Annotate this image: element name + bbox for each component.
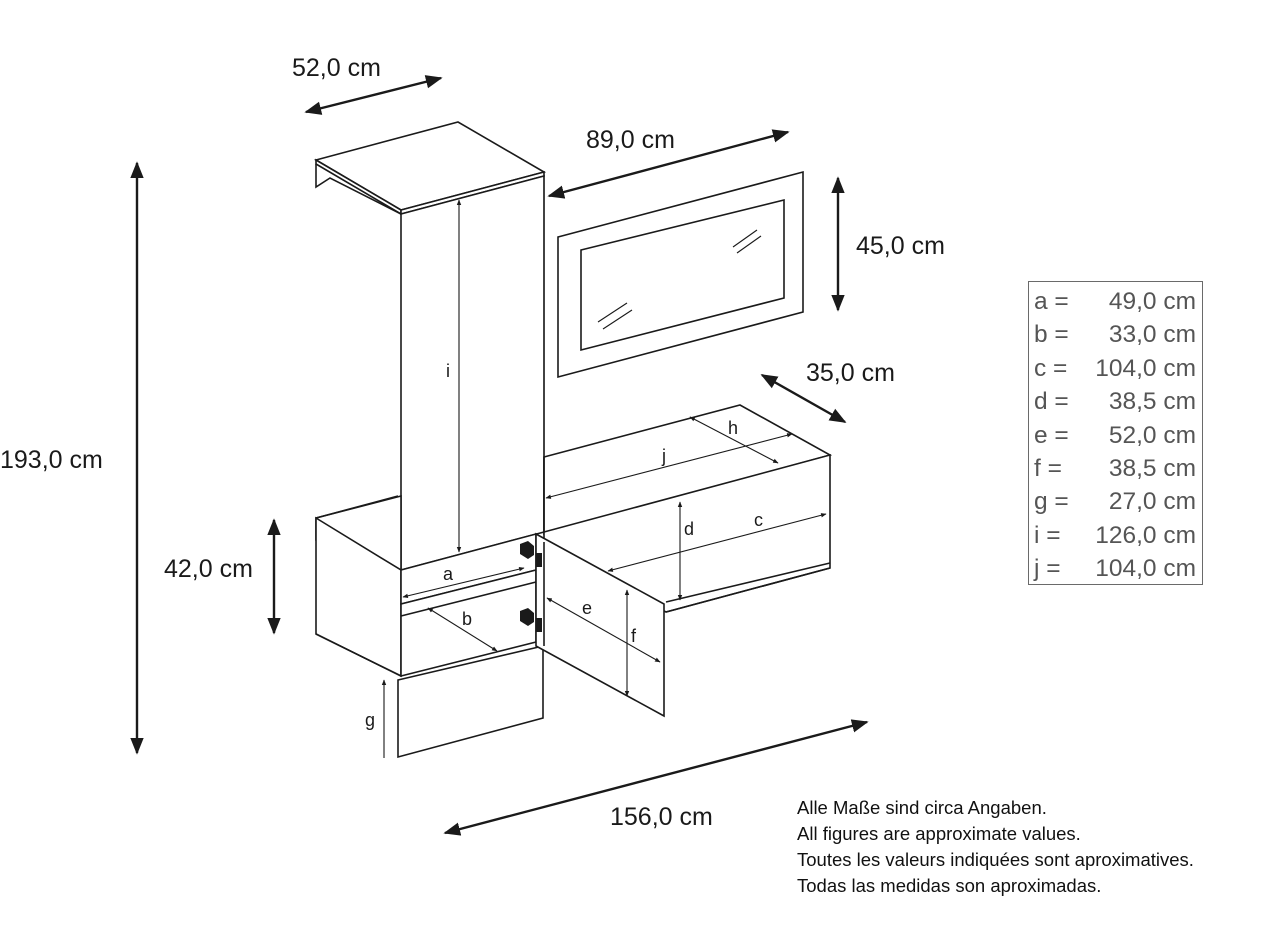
note-line-fr: Toutes les valeurs indiquées sont aproxi…: [797, 849, 1194, 870]
legend-row: c =104,0 cm: [1034, 354, 1196, 382]
legend-row: f =38,5 cm: [1034, 455, 1196, 483]
dimension-legend: a =49,0 cm b =33,0 cm c =104,0 cm d =38,…: [1028, 281, 1203, 585]
label-f: f: [631, 626, 637, 646]
dim-low-cabinet-height: 42,0 cm: [164, 555, 253, 583]
dim-mirror-width: 89,0 cm: [586, 126, 675, 154]
label-g: g: [365, 710, 375, 730]
dim-total-height: 193,0 cm: [0, 446, 103, 474]
legend-row: j =104,0 cm: [1034, 555, 1196, 583]
dim-depth: 52,0 cm: [292, 54, 381, 82]
legend-row: i =126,0 cm: [1034, 521, 1196, 549]
dim-bench-depth: 35,0 cm: [806, 359, 895, 387]
legend-row: a =49,0 cm: [1034, 288, 1196, 315]
note-line-es: Todas las medidas son aproximadas.: [797, 875, 1102, 896]
approximate-values-note: Alle Maße sind circa Angaben. All figure…: [797, 795, 1194, 899]
label-b: b: [462, 609, 472, 629]
label-e: e: [582, 598, 592, 618]
tall-cabinet: [400, 174, 545, 572]
label-d: d: [684, 519, 694, 539]
dim-total-width: 156,0 cm: [610, 803, 713, 831]
label-i: i: [446, 361, 450, 381]
outer-dimension-arrows: [130, 75, 869, 836]
dim-mirror-height: 45,0 cm: [856, 232, 945, 260]
legend-row: d =38,5 cm: [1034, 388, 1196, 416]
inner-dimension-lines: [381, 199, 827, 758]
top-shelf: [313, 121, 547, 216]
label-c: c: [754, 510, 763, 530]
legend-row: e =52,0 cm: [1034, 421, 1196, 449]
hinge-icon: [520, 541, 542, 632]
legend-row: g =27,0 cm: [1034, 488, 1196, 516]
legend-row: b =33,0 cm: [1034, 321, 1196, 349]
label-j: j: [661, 446, 666, 466]
note-line-de: Alle Maße sind circa Angaben.: [797, 797, 1047, 818]
mirror: [557, 170, 804, 379]
label-a: a: [443, 564, 454, 584]
label-h: h: [728, 418, 738, 438]
bottom-drawer: [397, 644, 544, 759]
note-line-en: All figures are approximate values.: [797, 823, 1081, 844]
